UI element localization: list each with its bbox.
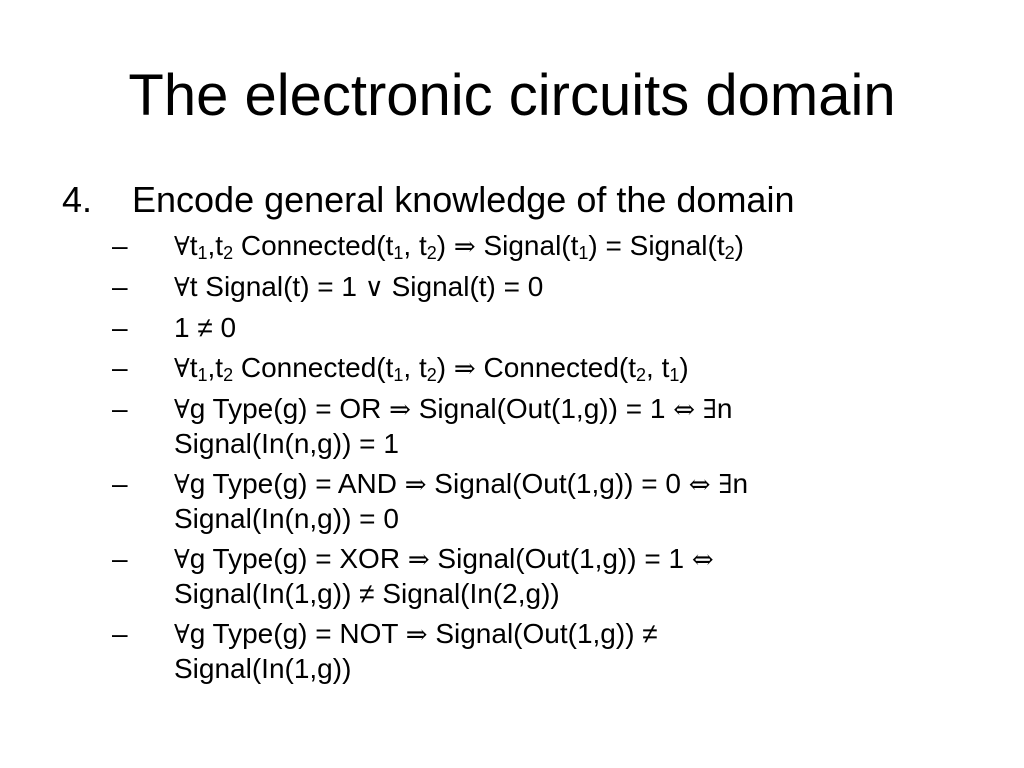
forall-symbol: ∀ — [174, 395, 190, 425]
bullet-dash: – — [112, 312, 128, 343]
rule-not-gate: – ∀g Type(g) = NOT ⇒ Signal(Out(1,g)) ≠ … — [112, 617, 992, 686]
rule-line: 1 ≠ 0 — [174, 312, 237, 343]
rule-text: , t — [646, 352, 670, 383]
subscript: 1 — [197, 243, 208, 263]
rule-text: g Type(g) = AND — [189, 468, 405, 499]
forall-symbol: ∀ — [174, 545, 190, 575]
subscript: 1 — [393, 243, 404, 263]
forall-symbol: ∀ — [174, 232, 190, 262]
subscript: 1 — [578, 243, 589, 263]
implies-symbol: ⇒ — [407, 545, 430, 575]
rule-line-continued: Signal(In(1,g)) ≠ Signal(In(2,g)) — [174, 578, 560, 609]
forall-symbol: ∀ — [174, 620, 190, 650]
rule-text: Signal(Out(1,g)) = 1 — [410, 393, 674, 424]
rule-text: , — [207, 230, 216, 261]
rule-line-continued: Signal(In(n,g)) = 0 — [174, 503, 399, 534]
rule-list: – ∀t1,t2 Connected(t1, t2) ⇒ Signal(t1) … — [112, 229, 992, 692]
implies-symbol: ⇒ — [453, 232, 476, 262]
or-symbol: ∨ — [364, 273, 384, 303]
rule-text: Signal(Out(1,g)) = 1 — [429, 543, 692, 574]
subscript: 2 — [426, 243, 437, 263]
rule-text: t — [189, 352, 198, 383]
rule-text: , — [207, 352, 216, 383]
implies-symbol: ⇒ — [453, 354, 476, 384]
main-item-number: 4. — [62, 179, 93, 220]
subscript: 2 — [223, 365, 234, 385]
rule-text: Signal(Out(1,g)) = 0 — [426, 468, 689, 499]
bullet-dash: – — [112, 543, 128, 574]
rule-text: Connected(t — [475, 352, 637, 383]
rule-line: ∀g Type(g) = OR ⇒ Signal(Out(1,g)) = 1 ⇔… — [174, 392, 992, 427]
bullet-dash: – — [112, 618, 128, 649]
subscript: 2 — [636, 365, 647, 385]
subscript: 2 — [426, 365, 437, 385]
forall-symbol: ∀ — [174, 273, 190, 303]
rule-text: , t — [403, 352, 427, 383]
rule-line: ∀g Type(g) = XOR ⇒ Signal(Out(1,g)) = 1 … — [174, 542, 992, 577]
rule-text: g Type(g) = NOT — [189, 618, 406, 649]
subscript: 1 — [669, 365, 680, 385]
exists-symbol: ∃ — [718, 470, 733, 500]
rule-text: t — [215, 352, 224, 383]
rule-text: n — [732, 468, 749, 499]
subscript: 1 — [197, 365, 208, 385]
rule-text: Signal(Out(1,g)) ≠ — [427, 618, 658, 649]
rule-text: ) = Signal(t — [588, 230, 725, 261]
bullet-dash: – — [112, 393, 128, 424]
forall-symbol: ∀ — [174, 354, 190, 384]
subscript: 1 — [393, 365, 404, 385]
rule-text: t Signal(t) = 1 — [189, 271, 365, 302]
iff-symbol: ⇔ — [688, 470, 711, 500]
bullet-dash: – — [112, 352, 128, 383]
forall-symbol: ∀ — [174, 470, 190, 500]
rule-connected-signal: – ∀t1,t2 Connected(t1, t2) ⇒ Signal(t1) … — [112, 229, 992, 264]
rule-text: ) — [679, 352, 689, 383]
rule-text: ) — [436, 352, 454, 383]
rule-and-gate: – ∀g Type(g) = AND ⇒ Signal(Out(1,g)) = … — [112, 467, 992, 536]
rule-line: ∀t1,t2 Connected(t1, t2) ⇒ Connected(t2,… — [174, 351, 992, 386]
implies-symbol: ⇒ — [405, 620, 428, 650]
bullet-dash: – — [112, 271, 128, 302]
rule-text: n — [716, 393, 733, 424]
main-list-item: 4. Encode general knowledge of the domain — [62, 178, 794, 222]
subscript: 2 — [724, 243, 735, 263]
rule-or-gate: – ∀g Type(g) = OR ⇒ Signal(Out(1,g)) = 1… — [112, 392, 992, 461]
rule-text: t — [189, 230, 198, 261]
bullet-dash: – — [112, 230, 128, 261]
exists-symbol: ∃ — [702, 395, 717, 425]
rule-text: g Type(g) = OR — [189, 393, 390, 424]
rule-text: Signal(t — [475, 230, 579, 261]
rule-text: Signal(t) = 0 — [383, 271, 544, 302]
rule-line-continued: Signal(In(1,g)) — [174, 653, 352, 684]
rule-text: Connected(t — [233, 230, 394, 261]
rule-line: ∀t1,t2 Connected(t1, t2) ⇒ Signal(t1) = … — [174, 229, 992, 264]
rule-text: g Type(g) = XOR — [189, 543, 408, 574]
rule-xor-gate: – ∀g Type(g) = XOR ⇒ Signal(Out(1,g)) = … — [112, 542, 992, 611]
slide-title: The electronic circuits domain — [128, 63, 896, 128]
rule-text: t — [215, 230, 224, 261]
subscript: 2 — [223, 243, 234, 263]
bullet-dash: – — [112, 468, 128, 499]
main-item-text: Encode general knowledge of the domain — [132, 179, 795, 220]
rule-signal-binary: – ∀t Signal(t) = 1 ∨ Signal(t) = 0 — [112, 270, 992, 305]
rule-one-not-zero: – 1 ≠ 0 — [112, 311, 992, 345]
rule-line: ∀g Type(g) = NOT ⇒ Signal(Out(1,g)) ≠ — [174, 617, 992, 652]
rule-text: ) — [436, 230, 454, 261]
implies-symbol: ⇒ — [389, 395, 411, 425]
rule-line: ∀t Signal(t) = 1 ∨ Signal(t) = 0 — [174, 270, 992, 305]
rule-line: ∀g Type(g) = AND ⇒ Signal(Out(1,g)) = 0 … — [174, 467, 992, 502]
rule-text: , t — [403, 230, 427, 261]
implies-symbol: ⇒ — [404, 470, 427, 500]
iff-symbol: ⇔ — [673, 395, 695, 425]
iff-symbol: ⇔ — [691, 545, 714, 575]
rule-line-continued: Signal(In(n,g)) = 1 — [174, 428, 399, 459]
rule-text: ) — [734, 230, 744, 261]
rule-text: Connected(t — [233, 352, 394, 383]
rule-connected-symmetric: – ∀t1,t2 Connected(t1, t2) ⇒ Connected(t… — [112, 351, 992, 386]
